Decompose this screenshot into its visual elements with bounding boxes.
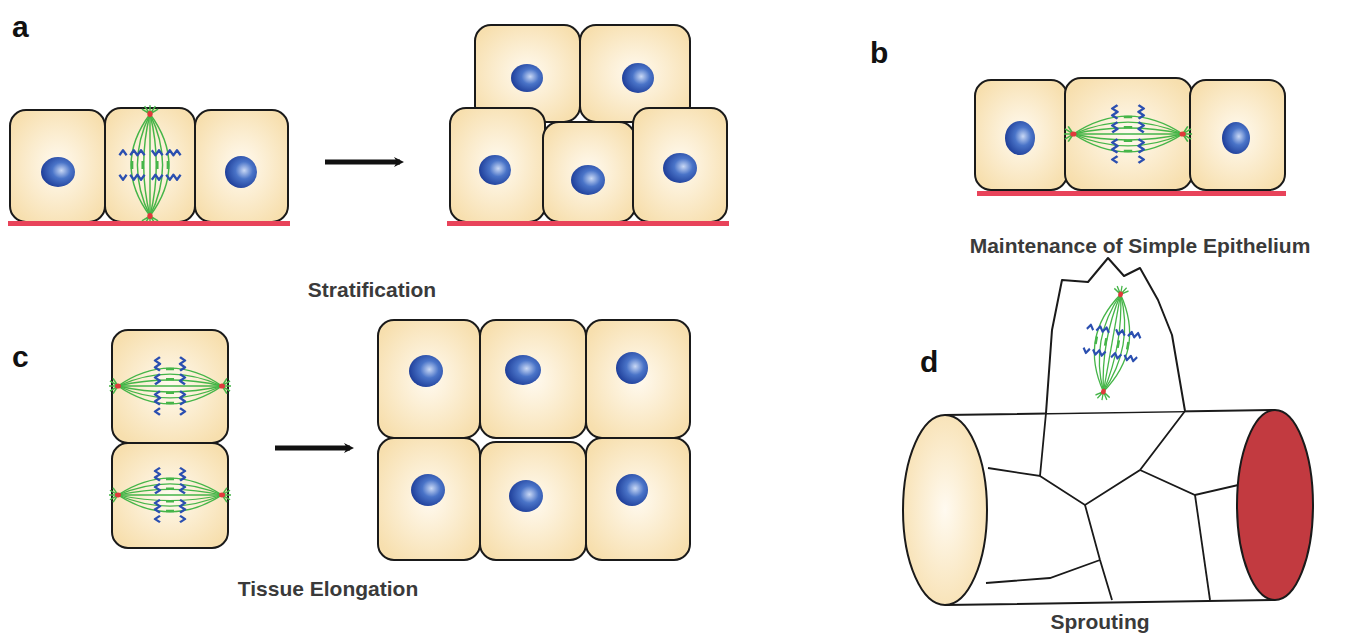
panel-caption: Maintenance of Simple Epithelium: [970, 235, 1311, 256]
panel-caption: Stratification: [308, 279, 436, 300]
panel-letter: a: [12, 12, 29, 42]
panel-caption: Sprouting: [1050, 611, 1149, 632]
panel-letter: d: [920, 347, 938, 377]
panel-caption: Tissue Elongation: [238, 578, 418, 599]
panel-letter: c: [12, 342, 29, 372]
panel-letter: b: [870, 38, 888, 68]
